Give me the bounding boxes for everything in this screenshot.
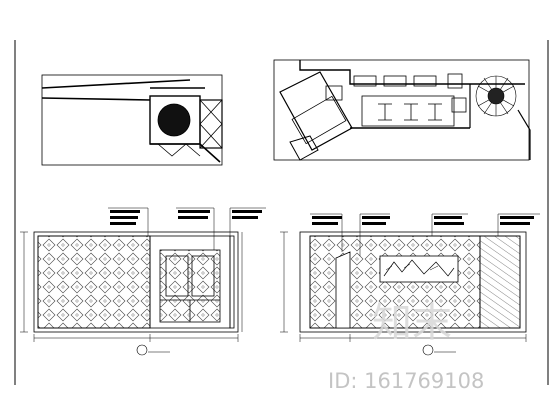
section-symbol (136, 344, 170, 356)
desk-icon (325, 85, 343, 101)
watermark-brand: 知末 (372, 300, 452, 346)
watermark: 知末 ID: 161769108 (328, 300, 484, 393)
dimension-lines (20, 231, 243, 342)
painting-panel (379, 255, 459, 283)
annotation-text-marks-right (312, 216, 534, 225)
left-elevation-view (20, 207, 266, 356)
watermark-id: ID: 161769108 (328, 369, 484, 393)
left-plan-view (41, 74, 223, 166)
right-plan-view (273, 59, 531, 161)
annotation-leaders (108, 207, 266, 250)
section-symbol-right (422, 344, 456, 356)
annotation-text-marks (110, 210, 262, 225)
dimension-lines-right (280, 231, 527, 342)
annotation-leaders-right (310, 213, 540, 256)
round-table-icon (157, 103, 191, 137)
sheet-frame (14, 40, 549, 385)
plant-icon (475, 75, 517, 117)
right-elevation-view (280, 213, 540, 356)
